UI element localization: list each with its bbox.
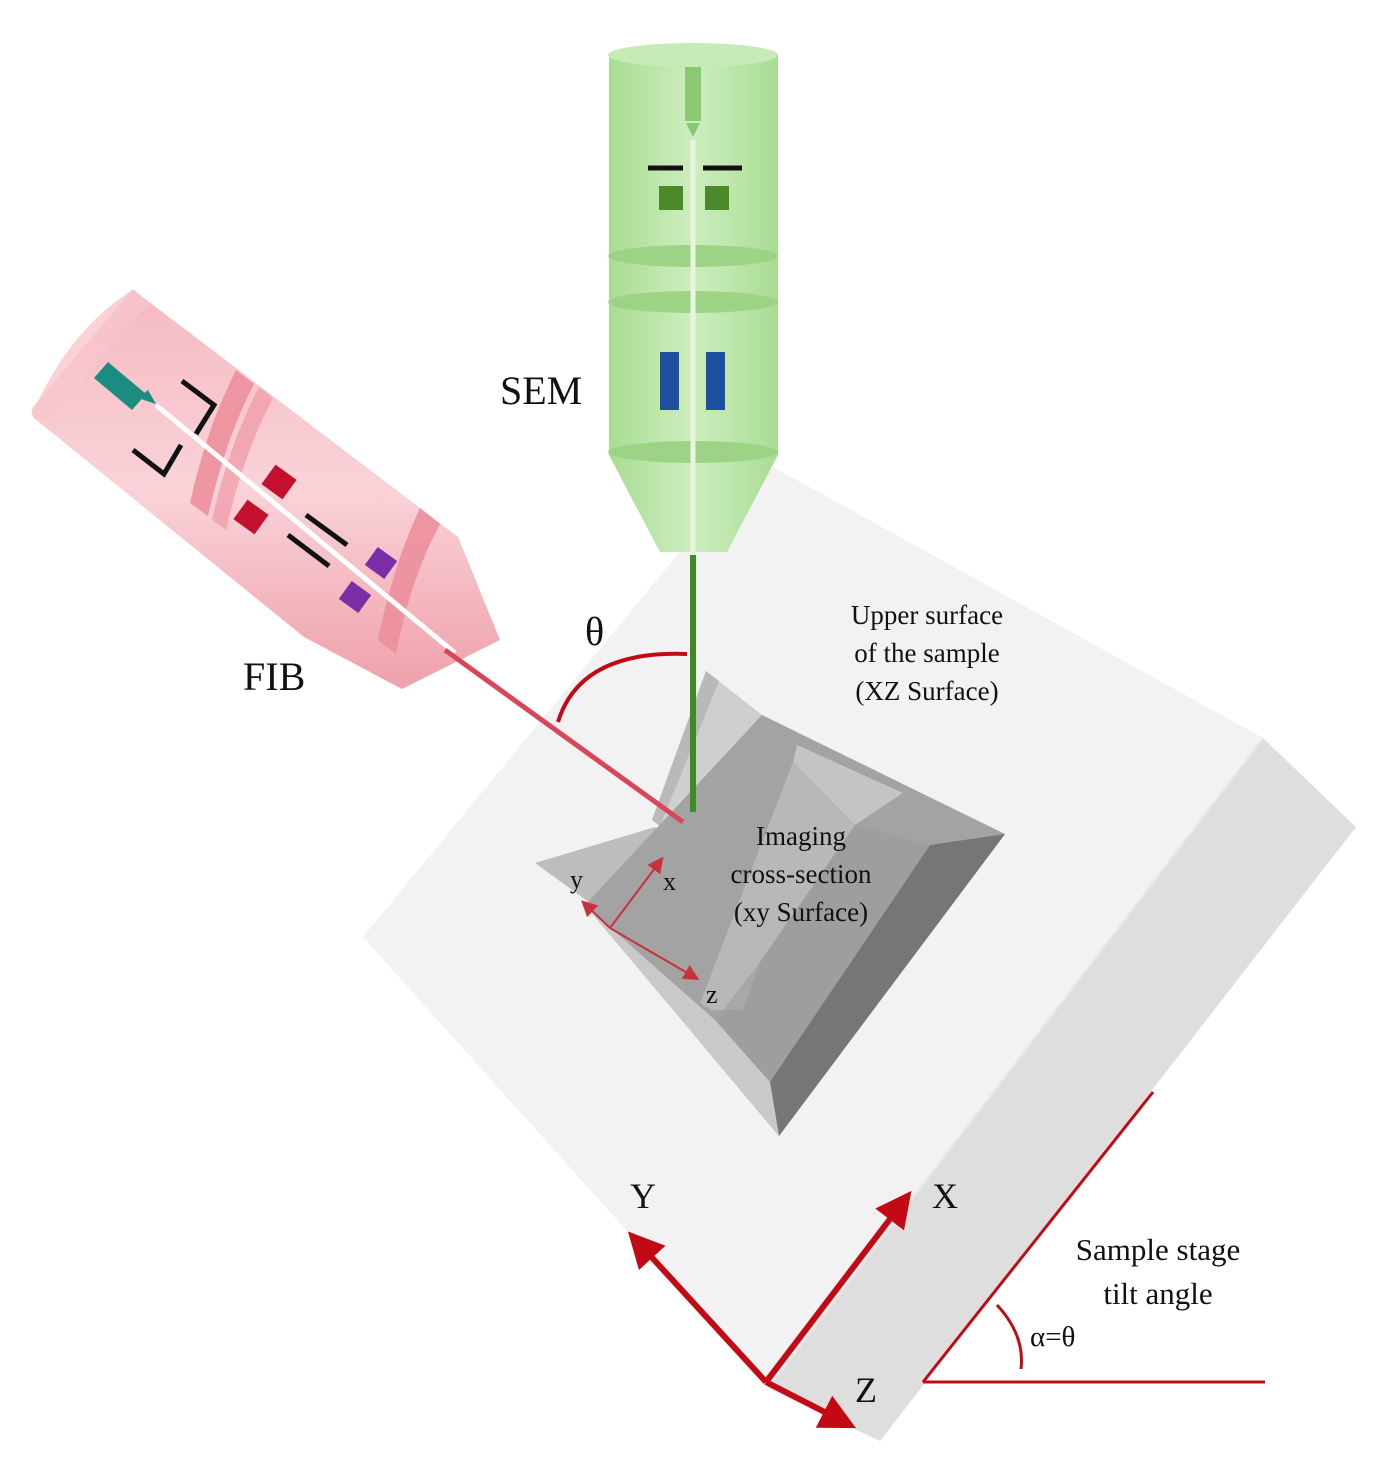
trench-wall-strip-dark [652,671,719,826]
fib-label: FIB [243,654,305,699]
cross-section-line-2: cross-section [731,859,872,889]
sample-side-surface [768,738,1356,1441]
local-x-axis [609,856,664,929]
sem-lens-green-left [659,186,683,210]
trench-ramp-front [585,905,779,1136]
fib-ring-1 [190,370,254,516]
fib-beam [443,647,685,825]
local-y-axis [581,900,611,929]
trench-step-top [793,745,903,825]
global-Z-label: Z [855,1370,877,1410]
local-z-axis [609,927,700,981]
fib-top-cap [34,290,150,420]
fib-aperture-lower [131,443,184,478]
upper-surface-line-3: (XZ Surface) [855,676,998,706]
fib-lens-purple-lower [338,581,372,613]
cross-section-line-1: Imaging [756,821,846,851]
theta-arc [556,651,688,723]
global-Z-axis [764,1379,857,1429]
sem-top-cap [608,43,778,67]
global-Y-label: Y [630,1176,656,1216]
local-y-label: y [570,865,583,894]
trench-ramp-right [770,834,1005,1136]
upper-surface-label: Upper surface of the sample (XZ Surface) [851,600,1003,706]
tilt-label-line-1: Sample stage [1076,1232,1240,1267]
sem-emitter-icon [685,67,701,121]
sem-lens-blue-left [660,352,679,410]
fib-ring-3 [378,508,440,654]
trench-shadow [715,825,930,1082]
alpha-arc [995,1303,1023,1370]
trench [535,671,1005,1136]
global-axes [627,1190,912,1429]
sample-edge [767,737,1264,1389]
trench-step-left [700,762,855,1010]
fib-ring-2 [212,387,273,530]
trench-wall-strip [652,671,762,832]
global-X-label: X [932,1176,958,1216]
fib-body [31,289,500,689]
cross-section-label: Imaging cross-section (xy Surface) [731,821,872,927]
fib-beam-inner [154,403,457,655]
sem-column [608,43,778,555]
sem-lens-blue-right [706,352,725,410]
fib-bar-lower [286,533,331,568]
upper-surface-line-2: of the sample [854,638,999,668]
theta-label: θ [585,609,604,654]
fib-lens-red-upper [261,464,297,500]
fib-bar-upper [304,512,349,548]
tilt-angle-indicator [921,1091,1265,1384]
fib-lens-red-lower [233,499,269,535]
global-X-axis [763,1190,912,1384]
local-axes [581,856,700,981]
trench-left-sliver [535,827,668,919]
tilt-label: Sample stage tilt angle [1076,1232,1240,1311]
local-z-label: z [706,980,718,1009]
tilt-line-inclined [921,1091,1155,1383]
sem-label: SEM [500,368,582,413]
local-x-label: x [663,867,676,896]
upper-surface-line-1: Upper surface [851,600,1003,630]
fib-emitter-tip [138,390,156,404]
fib-lens-purple-upper [364,547,398,579]
fib-aperture-upper [180,379,218,436]
tilt-label-line-2: tilt angle [1103,1276,1212,1311]
sem-emitter-tip [686,123,700,137]
cross-section-line-3: (xy Surface) [734,897,868,927]
alpha-label: α=θ [1030,1321,1075,1353]
global-Y-axis [627,1231,769,1385]
fib-column [31,289,500,689]
sem-lens-green-right [705,186,729,210]
fib-emitter-icon [94,362,146,410]
